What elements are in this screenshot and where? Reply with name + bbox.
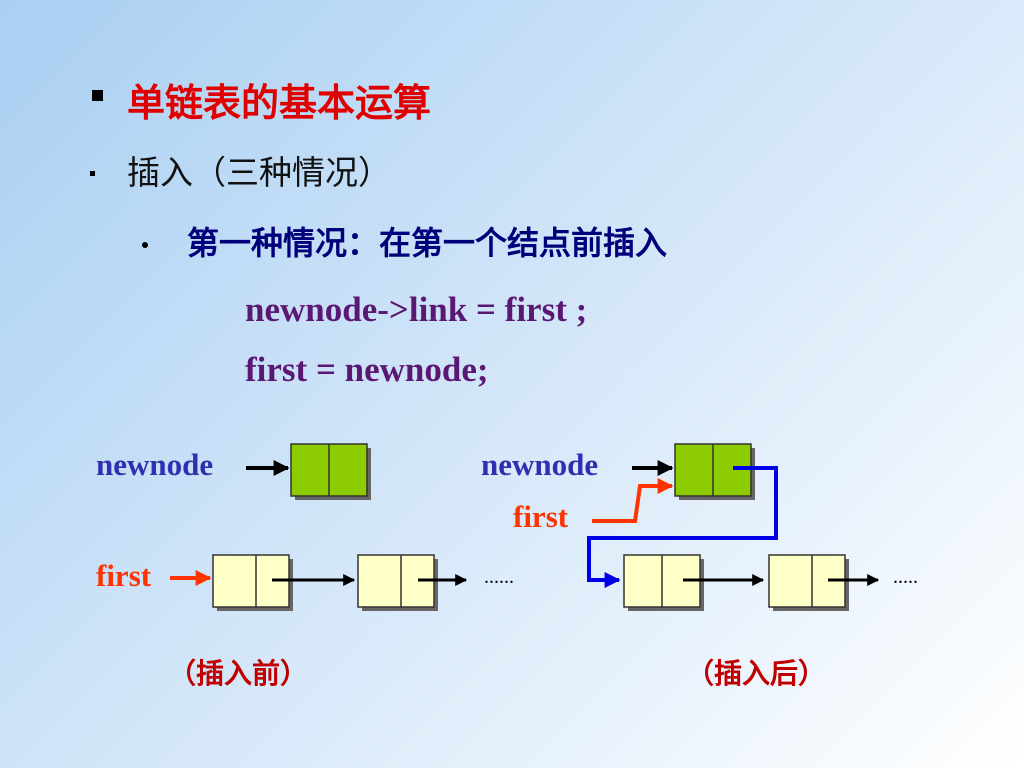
before-ellipsis: ...... bbox=[484, 566, 514, 588]
after-ellipsis: ..... bbox=[893, 566, 918, 588]
case-heading: 第一种情况：在第一个结点前插入 bbox=[187, 224, 668, 262]
before-new-node bbox=[290, 443, 371, 500]
after-list-node-2 bbox=[768, 554, 849, 611]
code-line-2: first = newnode; bbox=[245, 350, 489, 389]
before-newnode-label: newnode bbox=[96, 447, 214, 482]
after-first-pointer-arrow bbox=[592, 478, 674, 523]
after-list-node-1 bbox=[623, 554, 704, 611]
after-newnode-link-arrow bbox=[587, 466, 778, 588]
before-caption: （插入前） bbox=[168, 657, 309, 690]
case-bullet bbox=[142, 242, 148, 248]
code-line-1: newnode->link = first ; bbox=[245, 290, 588, 329]
before-first-label: first bbox=[96, 558, 152, 593]
slide-title: 单链表的基本运算 bbox=[127, 80, 432, 125]
slide-subtitle: 插入（三种情况） bbox=[127, 153, 391, 192]
after-caption: （插入后） bbox=[686, 657, 827, 690]
after-new-node bbox=[674, 443, 755, 500]
after-first-label: first bbox=[513, 499, 569, 534]
before-list-node-1 bbox=[212, 554, 293, 611]
subtitle-bullet bbox=[90, 171, 95, 176]
title-bullet bbox=[92, 90, 103, 101]
before-list-node-2 bbox=[357, 554, 438, 611]
after-newnode-label: newnode bbox=[481, 447, 599, 482]
